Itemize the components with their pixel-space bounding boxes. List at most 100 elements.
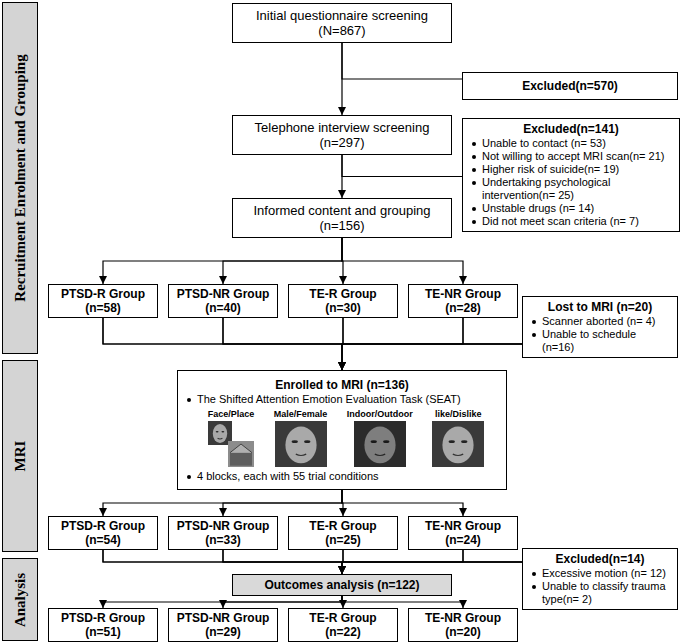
process-box: Outcomes analysis (n=122): [232, 574, 452, 596]
condition-label: Male/Female: [274, 409, 328, 420]
box-text: TE-R Group (n=25): [291, 519, 395, 547]
bullet-text: Unstable drugs (n= 14): [482, 202, 594, 214]
flow-connector: [342, 596, 463, 608]
bullet-dot: [532, 572, 536, 576]
stimulus-column: Indoor/Outdoor: [347, 409, 413, 467]
flow-connector: [103, 596, 342, 608]
flow-connector: [223, 550, 522, 562]
box-text: TE-NR Group (n=28): [411, 287, 515, 315]
process-box: Excluded(n=570): [462, 72, 678, 100]
bullet-dot: [472, 220, 476, 224]
flow-connector: [103, 238, 342, 284]
bullet-text: Unable to classify trauma type(n= 2): [542, 580, 666, 605]
bullet-dot: [472, 168, 476, 172]
group-box: TE-R Group (n=25): [288, 516, 398, 550]
bullet-text: Scanner aborted (n= 4): [542, 315, 655, 327]
flow-connector: [342, 318, 522, 344]
flow-connector: [342, 550, 522, 562]
band-label: Recruitment Enrolment and Grouping: [12, 54, 29, 301]
stimulus-column: Face/Place: [208, 409, 255, 467]
box-text: TE-R Group (n=22): [291, 611, 395, 639]
box-heading: Excluded(n=570): [469, 79, 671, 94]
bullet-item: Undertaking psychological intervention(n…: [469, 176, 673, 202]
flow-connector: [223, 490, 342, 516]
bullet-item: Unable to classify trauma type(n= 2): [529, 580, 671, 606]
box-heading: Enrolled to MRI (n=136): [184, 378, 500, 393]
flow-connector: [342, 155, 462, 177]
box-text: TE-NR Group (n=24): [411, 519, 515, 547]
box-text: Telephone interview screening (n=297): [239, 120, 445, 150]
group-box: TE-NR Group (n=20): [408, 608, 518, 642]
band-label: Analysis: [12, 572, 29, 626]
group-box: PTSD-NR Group (n=29): [168, 608, 278, 642]
process-box: Initial questionnaire screening (N=867): [232, 3, 452, 43]
bullet-item: The Shifted Attention Emotion Evaluation…: [184, 393, 500, 406]
flow-connector: [342, 43, 462, 79]
flow-connector: [223, 318, 522, 344]
group-box: TE-R Group (n=22): [288, 608, 398, 642]
bullet-text: The Shifted Attention Emotion Evaluation…: [197, 393, 461, 405]
bullet-text: Did not meet scan criteria (n= 7): [482, 215, 639, 227]
stimulus-image: [432, 421, 484, 467]
box-heading: Lost to MRI (n=20): [529, 300, 671, 315]
flow-connector: [103, 550, 522, 562]
box-heading: Excluded(n=141): [469, 122, 673, 137]
bullet-text: 4 blocks, each with 55 trial conditions: [197, 470, 379, 482]
stimulus-column: Male/Female: [274, 409, 328, 467]
bullet-text: Undertaking psychological intervention(n…: [482, 176, 610, 201]
box-text: PTSD-R Group (n=58): [51, 287, 155, 315]
flow-connector: [342, 318, 522, 344]
bullet-text: Unable to contact (n= 53): [482, 137, 606, 149]
box-text: TE-R Group (n=30): [291, 287, 395, 315]
flow-connector: [342, 550, 522, 562]
group-box: TE-NR Group (n=28): [408, 284, 518, 318]
stimulus-image: [354, 421, 406, 467]
process-box: Lost to MRI (n=20)Scanner aborted (n= 4)…: [522, 296, 678, 358]
process-box: Excluded(n=14)Excessive motion (n= 12)Un…: [522, 548, 678, 610]
band-label: MRI: [12, 441, 29, 472]
box-text: PTSD-NR Group (n=33): [171, 519, 275, 547]
flow-connector: [342, 238, 463, 284]
box-text: Informed content and grouping (n=156): [239, 203, 445, 233]
group-box: PTSD-NR Group (n=40): [168, 284, 278, 318]
box-text: Initial questionnaire screening (N=867): [239, 8, 445, 38]
section-band: Recruitment Enrolment and Grouping: [2, 2, 38, 354]
bullet-text: Excessive motion (n= 12): [542, 567, 666, 579]
box-text: Outcomes analysis (n=122): [239, 578, 445, 592]
stimulus-column: like/Dislike: [432, 409, 484, 467]
bullet-item: Unable to schedule (n=16): [529, 328, 671, 354]
bullet-item: Scanner aborted (n= 4): [529, 315, 671, 328]
bullet-item: 4 blocks, each with 55 trial conditions: [184, 470, 500, 483]
bullet-item: Unable to contact (n= 53): [469, 137, 673, 150]
flow-connector: [223, 238, 342, 284]
stimulus-image: [208, 421, 254, 467]
process-box: Informed content and grouping (n=156): [232, 198, 452, 238]
stimulus-row: Face/Place Male/Female Indoor/Outdoor like/…: [198, 409, 494, 467]
bullet-text: Higher risk of suicide(n= 19): [482, 163, 619, 175]
group-box: TE-NR Group (n=24): [408, 516, 518, 550]
condition-label: Indoor/Outdoor: [347, 409, 413, 420]
stimulus-image: [275, 421, 327, 467]
process-box: Excluded(n=141)Unable to contact (n= 53)…: [462, 118, 680, 232]
box-text: PTSD-NR Group (n=29): [171, 611, 275, 639]
box-text: PTSD-R Group (n=51): [51, 611, 155, 639]
flow-connector: [342, 490, 463, 516]
bullet-dot: [472, 155, 476, 159]
group-box: PTSD-R Group (n=58): [48, 284, 158, 318]
bullet-dot: [472, 181, 476, 185]
flow-connector: [103, 490, 342, 516]
bullet-item: Unstable drugs (n= 14): [469, 202, 673, 215]
bullet-dot: [187, 398, 191, 402]
condition-label: Face/Place: [208, 409, 255, 420]
box-text: PTSD-NR Group (n=40): [171, 287, 275, 315]
process-box: Enrolled to MRI (n=136)The Shifted Atten…: [177, 370, 507, 490]
box-text: PTSD-R Group (n=54): [51, 519, 155, 547]
group-box: PTSD-R Group (n=54): [48, 516, 158, 550]
section-band: MRI: [2, 360, 38, 552]
bullet-item: Excessive motion (n= 12): [529, 567, 671, 580]
bullet-dot: [472, 207, 476, 211]
flow-connector: [103, 318, 522, 344]
bullet-dot: [532, 585, 536, 589]
section-band: Analysis: [2, 558, 38, 641]
